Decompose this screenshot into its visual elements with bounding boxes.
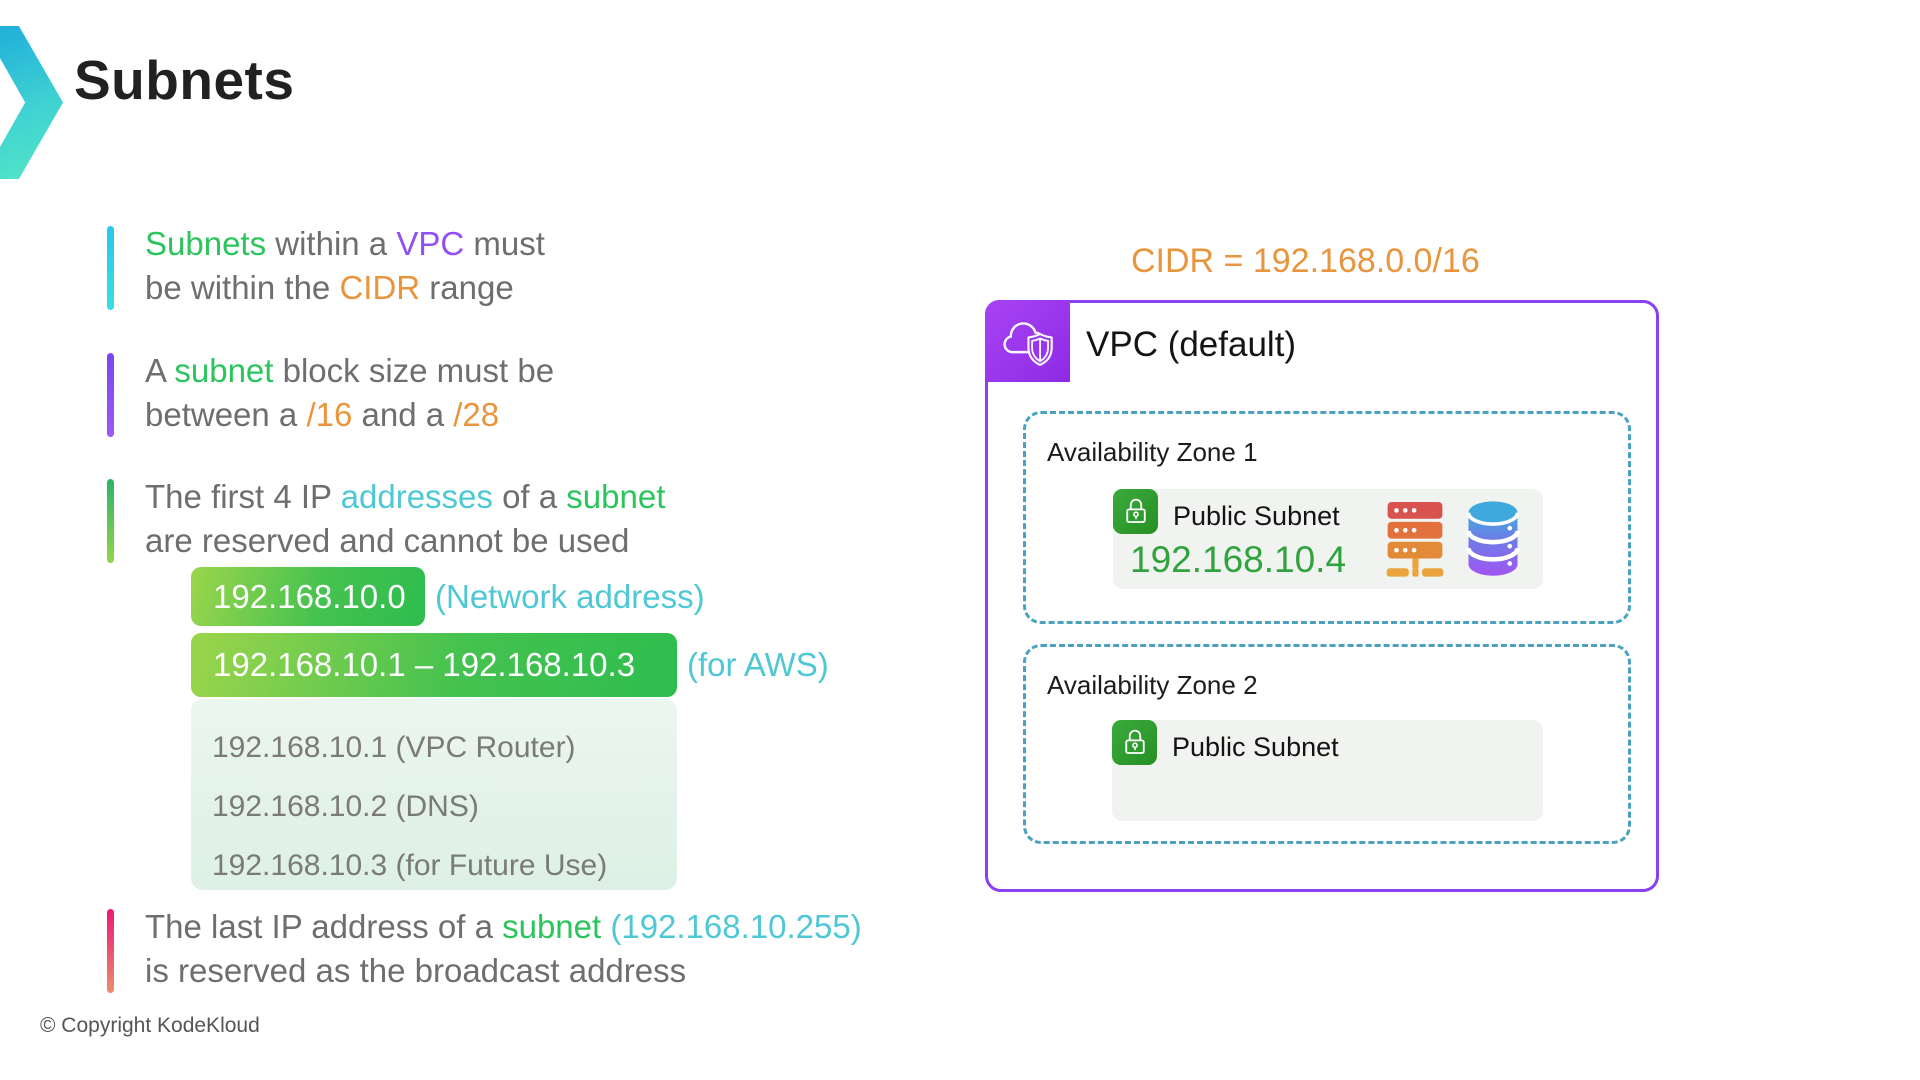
text-segment: block size must be bbox=[273, 352, 555, 389]
public-subnet-label: Public Subnet bbox=[1173, 501, 1340, 531]
lock-icon bbox=[1113, 489, 1158, 534]
ip-chip-caption: (for AWS) bbox=[687, 646, 829, 683]
bullet-text: A subnet block size must be between a /1… bbox=[145, 349, 554, 437]
text-segment: Subnets bbox=[145, 225, 267, 262]
ip-value: 192.168.10.0 bbox=[213, 577, 406, 615]
text-segment: subnet bbox=[174, 352, 274, 389]
bullet-text: The first 4 IP addresses of a subnet are… bbox=[145, 475, 665, 563]
vpc-badge bbox=[985, 300, 1070, 382]
public-subnet-card-1: Public Subnet 192.168.10.4 bbox=[1113, 489, 1543, 589]
bullet-subnets-within-vpc: Subnets within a VPC must be within the … bbox=[107, 222, 545, 310]
bullet-text: Subnets within a VPC must be within the … bbox=[145, 222, 545, 310]
text-segment: be within the bbox=[145, 269, 340, 306]
reserved-ip-list-panel: 192.168.10.1 (VPC Router) 192.168.10.2 (… bbox=[191, 699, 677, 890]
availability-zone-label: Availability Zone 1 bbox=[1047, 437, 1258, 467]
vpc-container: VPC (default) Availability Zone 1 Public… bbox=[985, 300, 1659, 892]
database-icon bbox=[1465, 500, 1521, 583]
lock-icon bbox=[1112, 720, 1157, 765]
bullet-accent-bar bbox=[107, 909, 114, 993]
reserved-ip-item: 192.168.10.3 (for Future Use) bbox=[212, 849, 608, 882]
text-segment: must bbox=[464, 225, 545, 262]
text-segment: VPC bbox=[396, 225, 465, 262]
ip-value: 192.168.10.1 – 192.168.10.3 bbox=[213, 646, 636, 683]
network-address-row: 192.168.10.0 (Network address) bbox=[191, 567, 705, 626]
cloud-shield-icon bbox=[1002, 322, 1053, 366]
public-subnet-card-2: Public Subnet bbox=[1112, 720, 1543, 821]
bullet-subnet-block-size: A subnet block size must be between a /1… bbox=[107, 349, 554, 437]
text-segment: The first 4 IP bbox=[145, 478, 341, 515]
bullet-accent-bar bbox=[107, 353, 114, 437]
text-segment: subnet bbox=[566, 478, 666, 515]
bullet-first-four-ips: The first 4 IP addresses of a subnet are… bbox=[107, 475, 665, 563]
text-segment: subnet bbox=[502, 908, 602, 945]
availability-zone-1: Availability Zone 1 Public Subnet 192.16… bbox=[1023, 411, 1631, 624]
text-segment: of a bbox=[492, 478, 567, 515]
aws-reserved-range-row: 192.168.10.1 – 192.168.10.3 (for AWS) bbox=[191, 633, 829, 697]
text-segment: CIDR bbox=[339, 269, 421, 306]
text-segment: A bbox=[145, 352, 175, 389]
kodekloud-chevron-logo bbox=[0, 26, 63, 179]
bullet-last-ip-broadcast: The last IP address of a subnet (192.168… bbox=[107, 905, 862, 993]
instance-ip: 192.168.10.4 bbox=[1130, 539, 1347, 580]
text-segment: /28 bbox=[453, 396, 500, 433]
ip-chip-aws-range: 192.168.10.1 – 192.168.10.3 bbox=[191, 633, 677, 697]
text-segment: within a bbox=[266, 225, 397, 262]
reserved-ip-item: 192.168.10.1 (VPC Router) bbox=[212, 731, 576, 764]
page-title: Subnets bbox=[74, 49, 295, 111]
text-segment: are reserved and cannot be used bbox=[145, 522, 630, 559]
copyright-text: © Copyright KodeKloud bbox=[40, 1014, 260, 1037]
bullet-accent-bar bbox=[107, 479, 114, 563]
public-subnet-label: Public Subnet bbox=[1172, 732, 1339, 762]
cidr-label: CIDR = 192.168.0.0/16 bbox=[1131, 242, 1480, 280]
text-segment: and a bbox=[352, 396, 454, 433]
availability-zone-2: Availability Zone 2 Public Subnet bbox=[1023, 644, 1631, 844]
server-icon bbox=[1383, 502, 1447, 583]
ip-chip-caption: (Network address) bbox=[435, 577, 705, 615]
text-segment: range bbox=[420, 269, 514, 306]
text-segment: The last IP address of a bbox=[145, 908, 503, 945]
text-segment: between a bbox=[145, 396, 307, 433]
text-segment: (192.168.10.255) bbox=[601, 908, 862, 945]
ip-chip-network-address: 192.168.10.0 bbox=[191, 567, 425, 626]
availability-zone-label: Availability Zone 2 bbox=[1047, 670, 1258, 700]
text-segment: addresses bbox=[340, 478, 493, 515]
bullet-text: The last IP address of a subnet (192.168… bbox=[145, 905, 862, 993]
text-segment: is reserved as the broadcast address bbox=[145, 952, 687, 989]
bullet-accent-bar bbox=[107, 226, 114, 310]
text-segment: /16 bbox=[306, 396, 353, 433]
vpc-title: VPC (default) bbox=[1086, 325, 1297, 364]
reserved-ip-item: 192.168.10.2 (DNS) bbox=[212, 790, 479, 823]
